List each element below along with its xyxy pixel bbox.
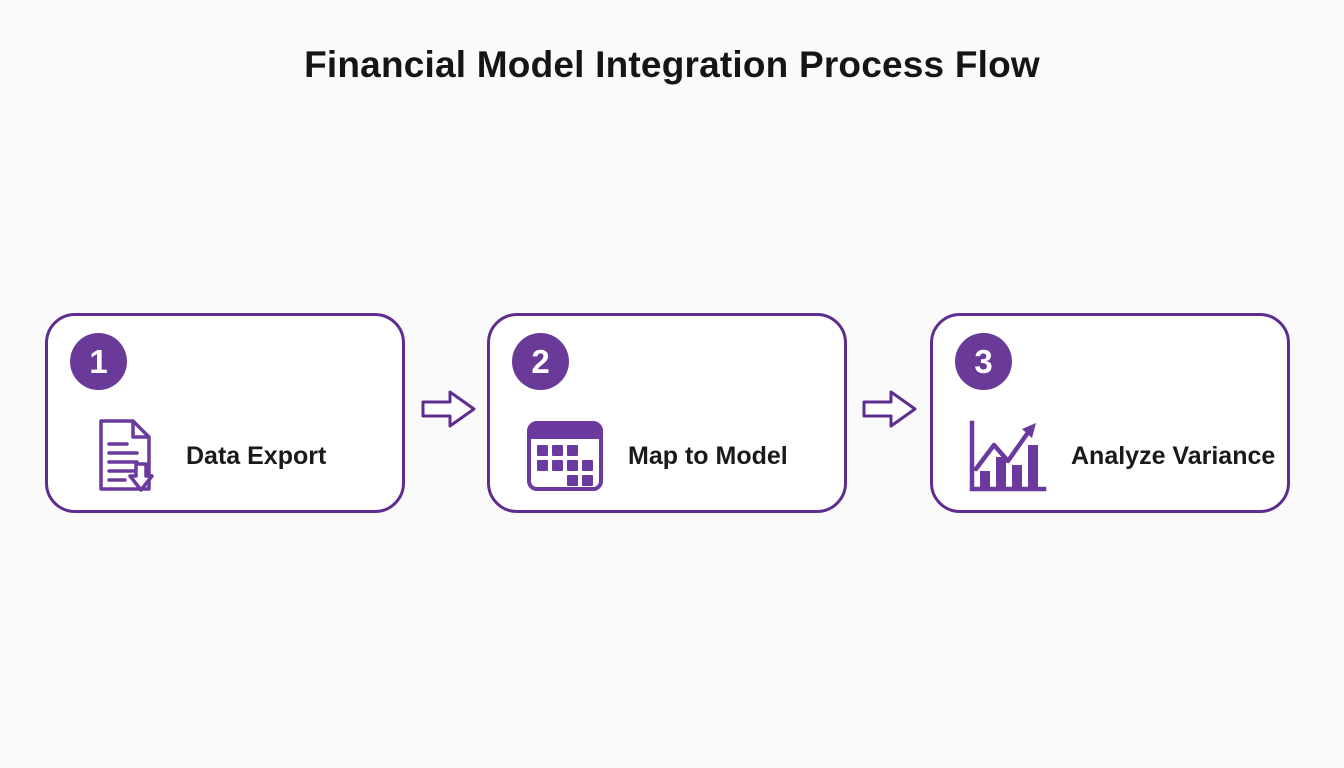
step-content: Data Export	[82, 412, 326, 500]
step-label: Data Export	[186, 441, 327, 470]
step-content: Analyze Variance	[967, 412, 1275, 500]
step-label: Analyze Variance	[1071, 441, 1276, 470]
arrow-right-icon	[421, 390, 476, 428]
calendar-grid-icon	[524, 421, 606, 491]
step-box-data-export: 1 Data Export	[45, 313, 405, 513]
step-number-badge: 3	[955, 333, 1012, 390]
step-box-map-to-model: 2 Map to Model	[487, 313, 847, 513]
step-number-badge: 2	[512, 333, 569, 390]
step-number: 1	[89, 343, 108, 380]
step-number-badge: 1	[70, 333, 127, 390]
step-number: 3	[974, 343, 993, 380]
step-number: 2	[531, 343, 550, 380]
step-label: Map to Model	[628, 441, 788, 470]
bar-chart-trend-icon	[967, 417, 1049, 495]
document-download-icon	[82, 418, 164, 494]
step-box-analyze-variance: 3 Analyze Variance	[930, 313, 1290, 513]
arrow-right-icon	[862, 390, 917, 428]
page-title: Financial Model Integration Process Flow	[304, 44, 1040, 85]
step-content: Map to Model	[524, 412, 788, 500]
